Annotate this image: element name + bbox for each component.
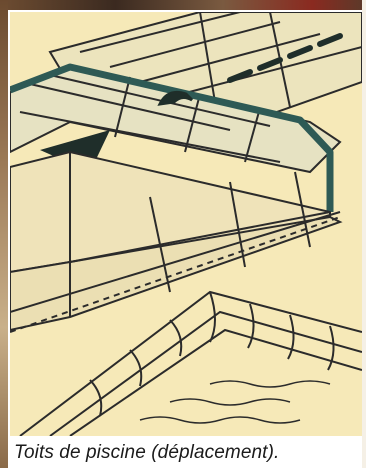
top-photo-edge (8, 0, 366, 10)
figure-caption: Toits de piscine (déplacement). (14, 441, 364, 465)
pool-roof-illustration (10, 12, 362, 436)
left-photo-edge (0, 0, 8, 468)
pool-roof-drawing (10, 12, 362, 436)
right-margin (362, 0, 366, 468)
